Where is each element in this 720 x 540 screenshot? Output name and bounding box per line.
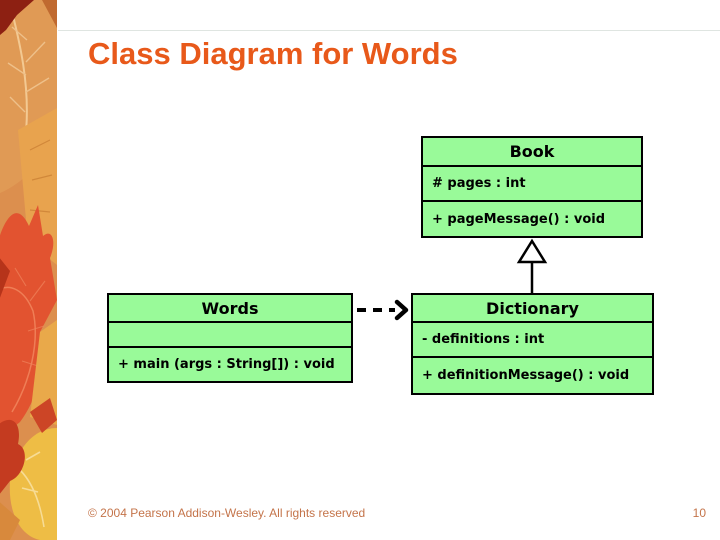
copyright-footer: © 2004 Pearson Addison-Wesley. All right… [88, 506, 366, 520]
class-name: Book [423, 138, 641, 167]
class-attribute: # pages : int [423, 167, 641, 202]
class-method: + definitionMessage() : void [422, 368, 630, 383]
class-box-words: Words + main (args : String[]) : void [107, 293, 353, 383]
page-number: 10 [692, 506, 706, 520]
class-name: Dictionary [413, 295, 652, 323]
class-name: Words [109, 295, 351, 323]
dependency-arrow-icon [357, 299, 409, 321]
class-method: + pageMessage() : void [432, 211, 606, 227]
page-title: Class Diagram for Words [88, 36, 458, 71]
class-box-book: Book # pages : int + pageMessage() : voi… [421, 136, 643, 238]
autumn-leaves-photo [0, 0, 57, 540]
class-attribute: - definitions : int [413, 323, 652, 358]
title-underline-rule [58, 30, 720, 31]
inheritance-arrow-icon [516, 238, 548, 293]
class-method: + main (args : String[]) : void [118, 357, 335, 372]
class-attribute-empty [109, 323, 351, 348]
class-box-dictionary: Dictionary - definitions : int + definit… [411, 293, 654, 395]
